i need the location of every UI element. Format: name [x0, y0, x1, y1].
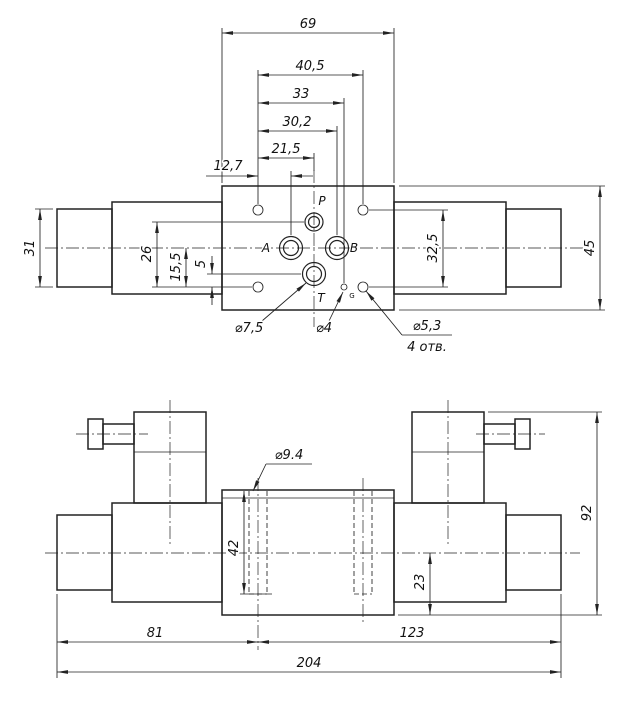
port-label-a: A	[261, 241, 270, 255]
port-label-g: G	[349, 292, 354, 300]
callout-label-5-3: ⌀5,3	[413, 319, 442, 334]
dim-label-45: 45	[583, 240, 598, 257]
dim-label-23: 23	[413, 574, 428, 591]
callout-label-7-5: ⌀7,5	[235, 321, 264, 336]
dim-label-204: 204	[297, 656, 322, 671]
dim-port-pt-x: 21,5	[258, 141, 315, 171]
dim-counterbore-depth: 42	[226, 491, 272, 595]
mount-hole-bottom-left	[252, 281, 264, 293]
callout-label-4-otv: 4 отв.	[407, 340, 447, 355]
dim-left-end-to-hole: 81	[56, 594, 258, 678]
dim-label-42: 42	[227, 540, 242, 557]
callout-counterbore-dia: ⌀9.4	[252, 447, 312, 492]
dim-tube-dia: 31	[22, 208, 53, 288]
dim-label-92: 92	[580, 505, 595, 522]
port-p-circle	[304, 212, 324, 232]
dim-drain-hole-x: 33	[258, 86, 345, 283]
callout-label-4: ⌀4	[316, 321, 332, 336]
dim-label-15-5: 15,5	[169, 253, 184, 282]
dim-label-40-5: 40,5	[296, 59, 325, 74]
dim-label-30-2: 30,2	[283, 115, 312, 130]
dim-port-p-y: 26	[139, 221, 304, 288]
dim-port-a-x: 12,7	[206, 158, 313, 235]
callout-drain-hole-dia: ⌀4	[314, 291, 344, 338]
dim-label-69: 69	[300, 17, 317, 32]
port-a-circle	[278, 235, 304, 261]
dim-label-32-5: 32,5	[426, 234, 441, 263]
callout-mount-hole: ⌀5,3 4 отв.	[365, 290, 452, 357]
mount-hole-top-left	[252, 204, 264, 216]
dim-label-21-5: 21,5	[272, 142, 301, 157]
dim-label-31: 31	[23, 240, 38, 257]
dim-label-123: 123	[400, 626, 425, 641]
front-view-outline	[56, 411, 562, 616]
dim-label-12-7: 12,7	[214, 159, 244, 174]
dim-label-33: 33	[293, 87, 310, 102]
dim-block-height: 45	[399, 185, 605, 311]
knurled-nut-left-front	[56, 514, 113, 591]
front-view: ⌀9.4 42 23 92 81 123 20	[45, 400, 602, 678]
valve-body-front	[221, 489, 395, 616]
dim-port-b-x: 30,2	[258, 114, 338, 235]
dim-mount-holes-span-x: 40,5	[257, 58, 364, 204]
port-label-p: P	[318, 194, 326, 208]
mount-hole-top-right	[357, 204, 369, 216]
dim-label-26: 26	[140, 246, 155, 263]
port-t-circle	[301, 261, 327, 287]
top-view: P A B T G 69 40,5 33 30,2	[22, 16, 605, 357]
dim-mount-holes-span-y: 32,5	[369, 209, 448, 288]
dim-overall-height: 92	[398, 411, 602, 616]
dim-ports-ab-y: 15,5	[168, 248, 188, 287]
knurled-nut-right-front	[505, 514, 562, 591]
port-b-circle	[324, 235, 350, 261]
dim-label-81: 81	[147, 626, 164, 641]
top-view-center-lines	[45, 170, 583, 327]
port-label-b: B	[350, 241, 358, 255]
dim-port-t-y: 5	[193, 256, 301, 305]
solenoid-coil-right	[393, 502, 507, 603]
dim-hole-to-right-end: 123	[258, 594, 562, 678]
dim-label-5: 5	[194, 260, 209, 268]
dim-overall-length: 204	[57, 655, 561, 674]
dim-label-9-4: ⌀9.4	[275, 448, 304, 463]
front-view-center-lines	[45, 400, 580, 650]
mount-hole-bottom-right	[357, 281, 369, 293]
callout-port-t-dia: ⌀7,5	[233, 282, 307, 338]
port-label-t: T	[317, 291, 326, 305]
drain-hole	[340, 283, 348, 291]
port-labels: P A B T G	[260, 193, 360, 307]
solenoid-coil-left	[111, 502, 223, 603]
ports	[252, 204, 369, 293]
hidden-counterbores	[248, 491, 373, 595]
dim-axis-to-bottom: 23	[412, 553, 432, 615]
dim-block-width: 69	[221, 16, 395, 183]
